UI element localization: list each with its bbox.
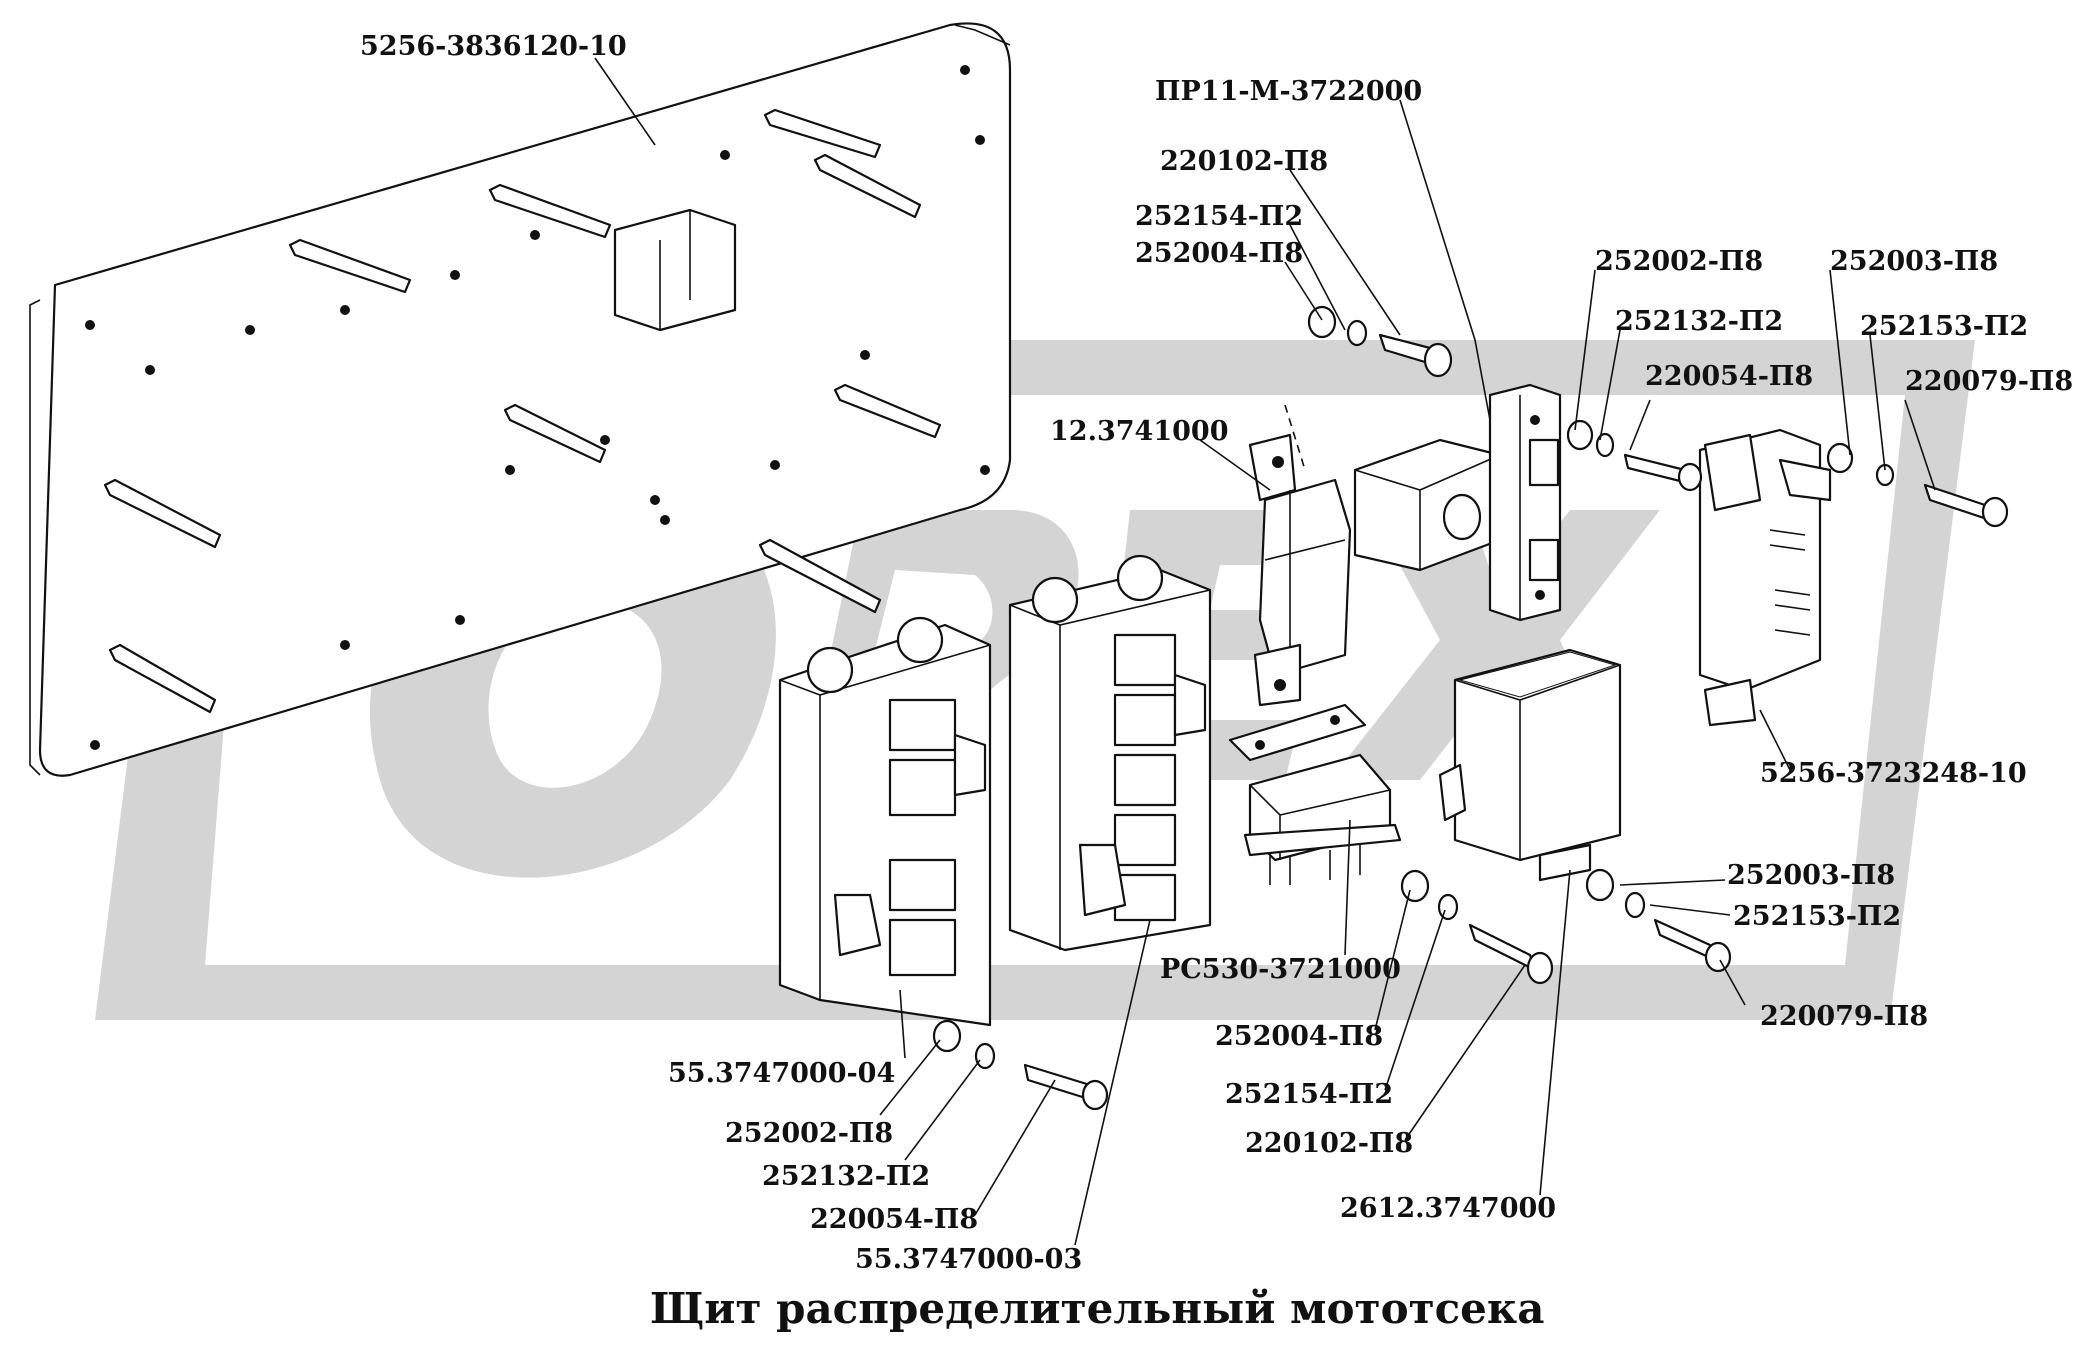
label-pr11: ПР11-М-3722000 bbox=[1155, 76, 1422, 107]
label-unit-2612: 2612.3747000 bbox=[1340, 1193, 1556, 1224]
fuse-block-04 bbox=[778, 616, 992, 1027]
label-bl-252002: 252002-П8 bbox=[725, 1118, 893, 1149]
label-relay-12: 12.3741000 bbox=[1050, 416, 1228, 447]
label-right-252153: 252153-П2 bbox=[1860, 311, 2028, 342]
part-labels: 5256-3836120-10 ПР11-М-3722000 220102-П8… bbox=[360, 31, 2073, 1275]
label-bm-220102: 220102-П8 bbox=[1245, 1128, 1413, 1159]
label-bracket-5256: 5256-3723248-10 bbox=[1760, 758, 2027, 789]
label-top-220102: 220102-П8 bbox=[1160, 146, 1328, 177]
connector-bracket bbox=[1488, 383, 1562, 622]
relay-pc530 bbox=[1228, 703, 1402, 885]
label-bl-220054: 220054-П8 bbox=[810, 1204, 978, 1235]
label-br-220079: 220079-П8 bbox=[1760, 1001, 1928, 1032]
relay-12 bbox=[1248, 404, 1352, 707]
fuse-block-03 bbox=[1008, 554, 1212, 952]
leader-lines bbox=[594, 57, 1936, 1246]
label-mid-252132: 252132-П2 bbox=[1615, 306, 1783, 337]
panel-holes bbox=[85, 65, 990, 750]
label-mid-220054: 220054-П8 bbox=[1645, 361, 1813, 392]
label-bm-252004: 252004-П8 bbox=[1215, 1021, 1383, 1052]
label-bm-252154: 252154-П2 bbox=[1225, 1079, 1393, 1110]
panel-clips bbox=[103, 108, 942, 714]
label-fuse-03: 55.3747000-03 bbox=[855, 1244, 1082, 1275]
label-br-252153: 252153-П2 bbox=[1733, 901, 1901, 932]
label-fuse-04: 55.3747000-04 bbox=[668, 1058, 895, 1089]
label-right-220079: 220079-П8 bbox=[1905, 366, 2073, 397]
unit-2612 bbox=[1438, 648, 1622, 882]
label-bl-252132: 252132-П2 bbox=[762, 1161, 930, 1192]
label-panel: 5256-3836120-10 bbox=[360, 31, 627, 62]
label-mid-252002: 252002-П8 bbox=[1595, 246, 1763, 277]
diagram-title: Щит распределительный мототсека bbox=[650, 1284, 1544, 1333]
label-top-252004: 252004-П8 bbox=[1135, 238, 1303, 269]
bracket-5256-3723248 bbox=[1698, 428, 1832, 727]
label-br-252003: 252003-П8 bbox=[1727, 860, 1895, 891]
label-right-252003: 252003-П8 bbox=[1830, 246, 1998, 277]
panel-center-bracket bbox=[613, 208, 737, 332]
label-top-252154: 252154-П2 bbox=[1135, 201, 1303, 232]
label-pc530: РС530-3721000 bbox=[1160, 954, 1401, 985]
mounting-panel bbox=[29, 22, 1012, 777]
